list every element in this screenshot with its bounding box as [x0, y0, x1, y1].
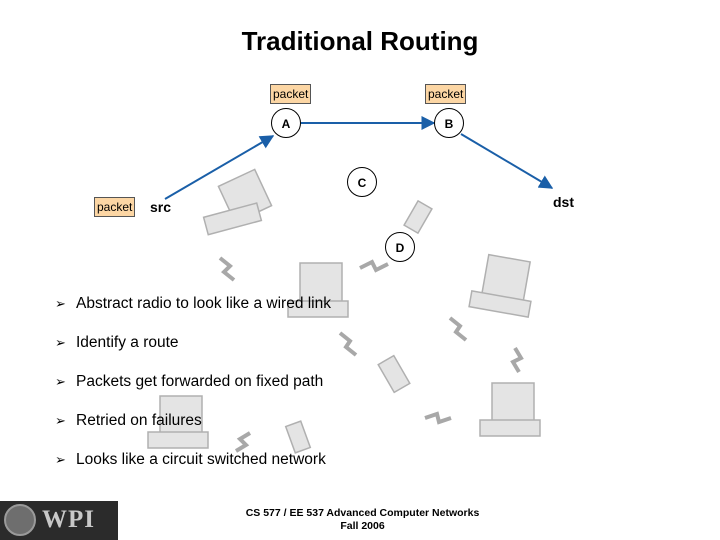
route-arrow-b-dst [461, 134, 552, 188]
node-c: C [347, 167, 377, 197]
slide-footer: CS 577 / EE 537 Advanced Computer Networ… [230, 507, 495, 533]
dst-label: dst [553, 194, 574, 210]
footer-course: CS 577 / EE 537 Advanced Computer Networ… [230, 507, 495, 520]
bullet-text: Looks like a circuit switched network [76, 451, 326, 468]
bullet-item: ➢ Identify a route [55, 329, 331, 368]
bullet-item: ➢ Packets get forwarded on fixed path [55, 368, 331, 407]
arrow-bullet-icon: ➢ [55, 368, 66, 396]
arrow-bullet-icon: ➢ [55, 446, 66, 474]
node-d: D [385, 232, 415, 262]
packet-label-src: packet [94, 197, 135, 217]
wpi-logo: WPI [0, 501, 118, 540]
bullet-text: Packets get forwarded on fixed path [76, 373, 323, 390]
packet-label-b: packet [425, 84, 466, 104]
bullet-text: Abstract radio to look like a wired link [76, 295, 331, 312]
bullet-text: Identify a route [76, 334, 179, 351]
bullet-item: ➢ Looks like a circuit switched network [55, 446, 331, 485]
arrow-bullet-icon: ➢ [55, 329, 66, 357]
logo-text: WPI [42, 506, 95, 534]
arrow-bullet-icon: ➢ [55, 290, 66, 318]
node-a: A [271, 108, 301, 138]
packet-label-a: packet [270, 84, 311, 104]
node-b: B [434, 108, 464, 138]
route-arrow-src-a [165, 136, 273, 199]
footer-term: Fall 2006 [230, 520, 495, 533]
bullet-list: ➢ Abstract radio to look like a wired lin… [55, 290, 331, 485]
arrow-bullet-icon: ➢ [55, 407, 66, 435]
src-label: src [150, 199, 171, 215]
bullet-item: ➢ Retried on failures [55, 407, 331, 446]
bullet-item: ➢ Abstract radio to look like a wired lin… [55, 290, 331, 329]
bullet-text: Retried on failures [76, 412, 202, 429]
seal-icon [4, 504, 36, 536]
